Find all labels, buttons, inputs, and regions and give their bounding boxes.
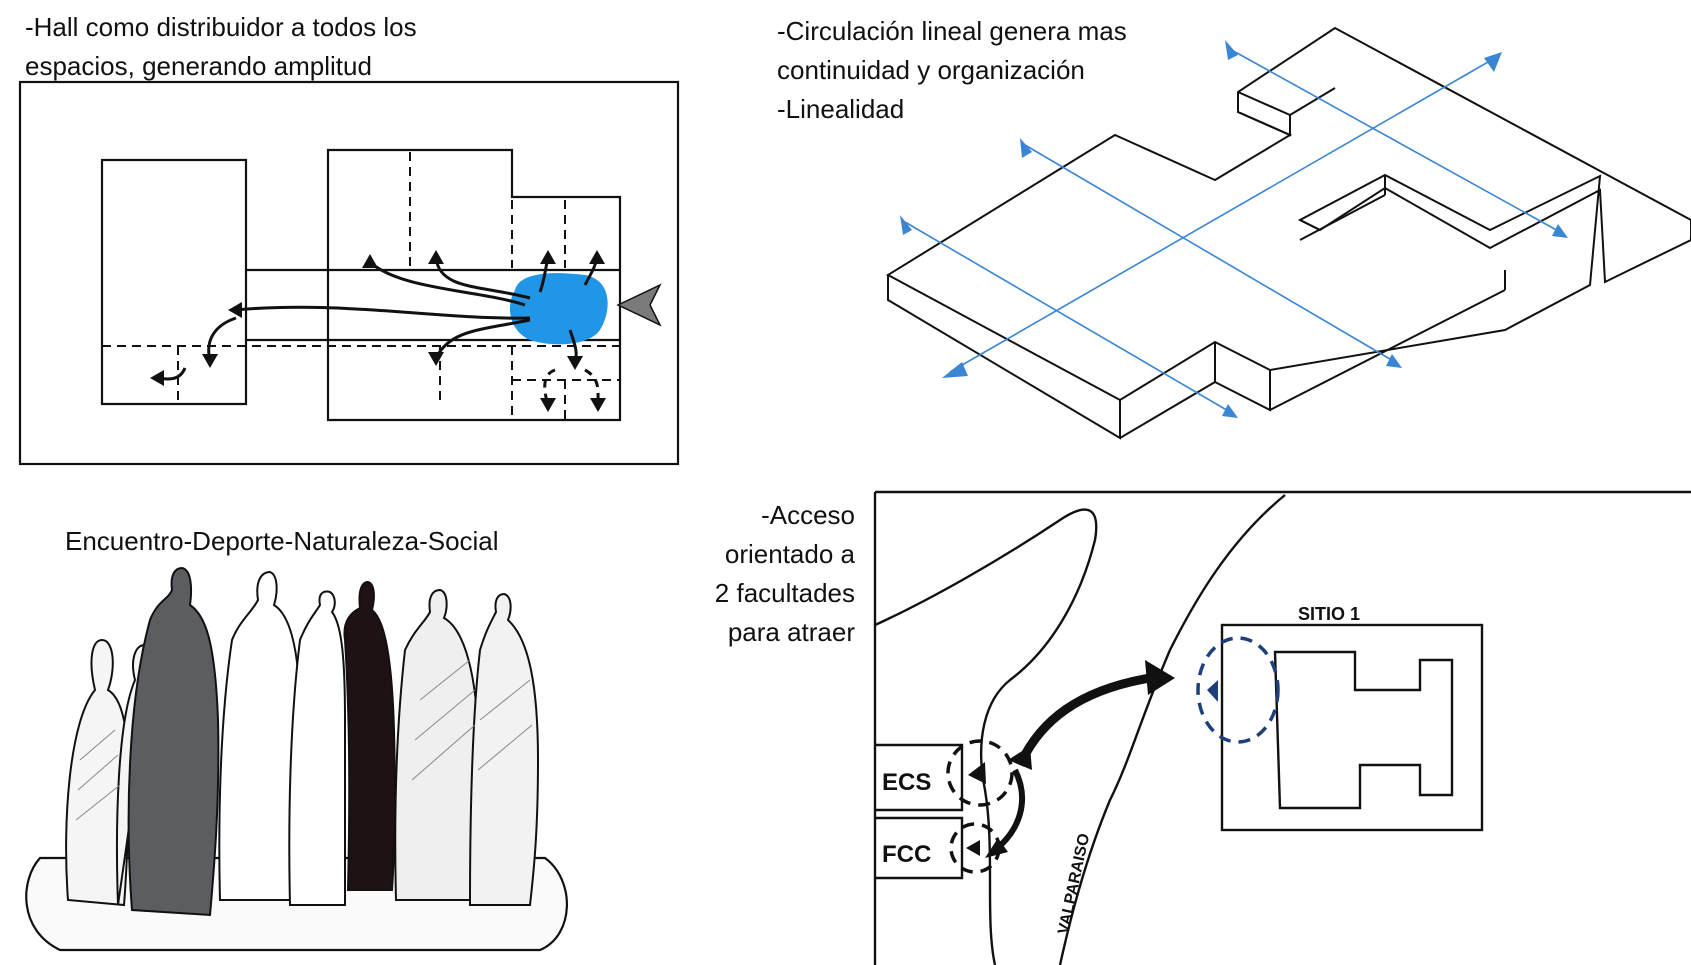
grey-figure	[127, 566, 220, 917]
people-silhouettes-illustration	[25, 566, 568, 952]
site-plot	[1220, 623, 1484, 832]
left-road-edge	[874, 508, 1098, 965]
site-caption-line2: orientado a	[724, 539, 855, 569]
hall-blob	[509, 273, 608, 345]
site-label: SITIO 1	[1298, 604, 1360, 624]
volume-top-face	[886, 26, 1691, 402]
hall-caption-line1: -Hall como distribuidor a todos los	[25, 12, 417, 42]
axis-arrow-icon	[1222, 404, 1238, 418]
left-block	[100, 158, 248, 406]
axis-line-1	[904, 221, 1231, 413]
faculty-label-ecs: ECS	[882, 769, 931, 796]
circulation-caption-line2: continuidad y organización	[777, 55, 1085, 85]
people-caption: Encuentro-Deporte-Naturaleza-Social	[65, 526, 499, 556]
street-label: VALPARAISO	[1055, 832, 1093, 936]
hall-caption-line2: espacios, generando amplitud	[25, 51, 372, 81]
circulation-caption-line3: -Linealidad	[777, 94, 905, 124]
hall-plan-diagram	[18, 80, 680, 466]
circulation-caption: -Circulación lineal genera mas continuid…	[777, 12, 1127, 129]
axis-line-2	[1024, 144, 1396, 363]
site-caption-line1: -Acceso	[761, 500, 855, 530]
site-caption-line3: 2 facultades	[714, 578, 855, 608]
map-frame	[873, 490, 1691, 965]
site-caption-line4: para atraer	[727, 617, 855, 647]
site-entry-circle	[1196, 636, 1280, 744]
hall-caption: -Hall como distribuidor a todos los espa…	[25, 8, 417, 86]
faculty-block-2	[875, 816, 964, 880]
site-access-plan: SITIO 1 ECS FCC VALPARAISO	[873, 490, 1691, 965]
axis-arrow-icon	[942, 362, 968, 378]
access-arrow-secondary	[993, 768, 1026, 853]
axis-arrow-icon	[1386, 354, 1402, 368]
entry-arrow	[616, 283, 662, 327]
axis-arrow-icon	[1484, 52, 1502, 72]
isometric-circulation-diagram	[886, 26, 1691, 440]
axis-arrow-icon	[1552, 224, 1568, 238]
axis-line-4	[949, 57, 1496, 373]
axis-arrow-icon	[900, 215, 912, 235]
access-circle-ecs	[946, 739, 1014, 807]
site-caption: -Acceso orientado a 2 facultades para at…	[690, 496, 855, 652]
faculty-label-fcc: FCC	[882, 841, 931, 868]
circulation-caption-line1: -Circulación lineal genera mas	[777, 16, 1127, 46]
site-boundary	[18, 80, 680, 466]
faculty-block-1	[875, 743, 964, 812]
dark-figure	[343, 580, 396, 891]
right-block	[326, 148, 622, 422]
axis-line-3	[1227, 47, 1561, 233]
axis-arrow-icon	[1225, 40, 1238, 60]
axis-arrow-icon	[1020, 138, 1032, 158]
building-footprint	[1273, 650, 1454, 810]
right-road-edge	[1058, 494, 1286, 965]
